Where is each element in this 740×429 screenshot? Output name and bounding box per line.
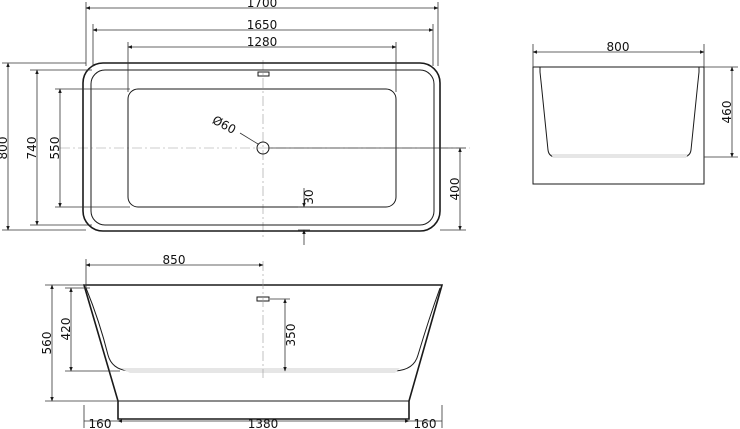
side-drain-position: 850 xyxy=(163,253,186,267)
side-base-overhang-left: 160 xyxy=(89,417,112,429)
dim-rim-width: 740 xyxy=(25,137,39,160)
end-view-width: 800 xyxy=(607,40,630,54)
side-overflow-height: 350 xyxy=(284,324,298,347)
top-view-inner-rim xyxy=(90,69,435,226)
top-view-outer-rim xyxy=(82,62,441,232)
dim-basin-length: 1280 xyxy=(247,35,278,49)
drain-diameter-label: Ø60 xyxy=(210,113,238,137)
end-view-shade xyxy=(551,154,688,158)
end-view-frame xyxy=(532,66,705,185)
top-view: Ø60 1700 1650 1280 800 740 550 400 xyxy=(0,0,470,245)
side-base-overhang-right: 160 xyxy=(414,417,437,429)
drain-leader xyxy=(239,132,259,145)
side-view: 850 560 420 350 160 1380 160 xyxy=(40,253,444,429)
side-base-length: 1380 xyxy=(248,417,279,429)
end-view-profile xyxy=(539,67,700,158)
dim-drain-offset: 30 xyxy=(302,189,316,204)
end-view: 800 460 xyxy=(532,40,738,185)
top-view-overflow xyxy=(257,71,270,77)
dim-outer-rim-length: 1650 xyxy=(247,18,278,32)
end-view-height: 460 xyxy=(720,101,734,124)
side-water-depth: 420 xyxy=(59,318,73,341)
side-view-water-shade xyxy=(120,368,400,373)
dim-basin-width: 550 xyxy=(48,137,62,160)
dim-overall-width: 800 xyxy=(0,137,10,160)
dim-overall-length: 1700 xyxy=(247,0,278,10)
side-overall-height: 560 xyxy=(40,332,54,355)
dim-drain-to-edge: 400 xyxy=(448,178,462,201)
